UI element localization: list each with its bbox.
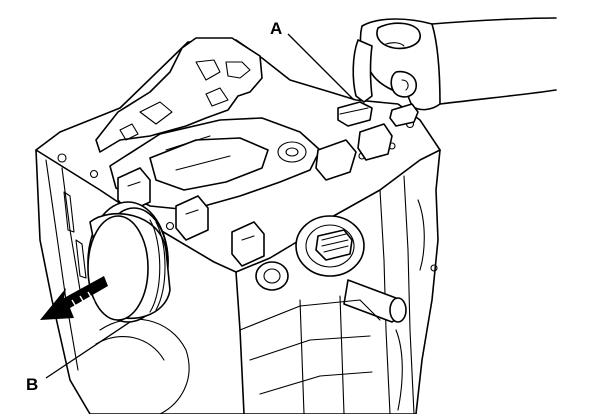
- hand-illustration: [352, 17, 557, 111]
- side-pipe: [343, 279, 407, 323]
- component-a: [337, 101, 419, 127]
- piston: [87, 201, 171, 323]
- callout-a-label: A: [270, 19, 282, 38]
- upper-bracket: [95, 37, 263, 153]
- oil-filter-mount: [255, 215, 365, 291]
- crankshaft: [109, 117, 321, 211]
- push-direction-arrow: [40, 276, 108, 320]
- lower-block: [95, 199, 438, 414]
- callout-b-leader: [45, 321, 131, 379]
- bearing-caps: [117, 123, 393, 267]
- callout-a-leader: [287, 33, 355, 101]
- callout-b-label: B: [26, 375, 38, 394]
